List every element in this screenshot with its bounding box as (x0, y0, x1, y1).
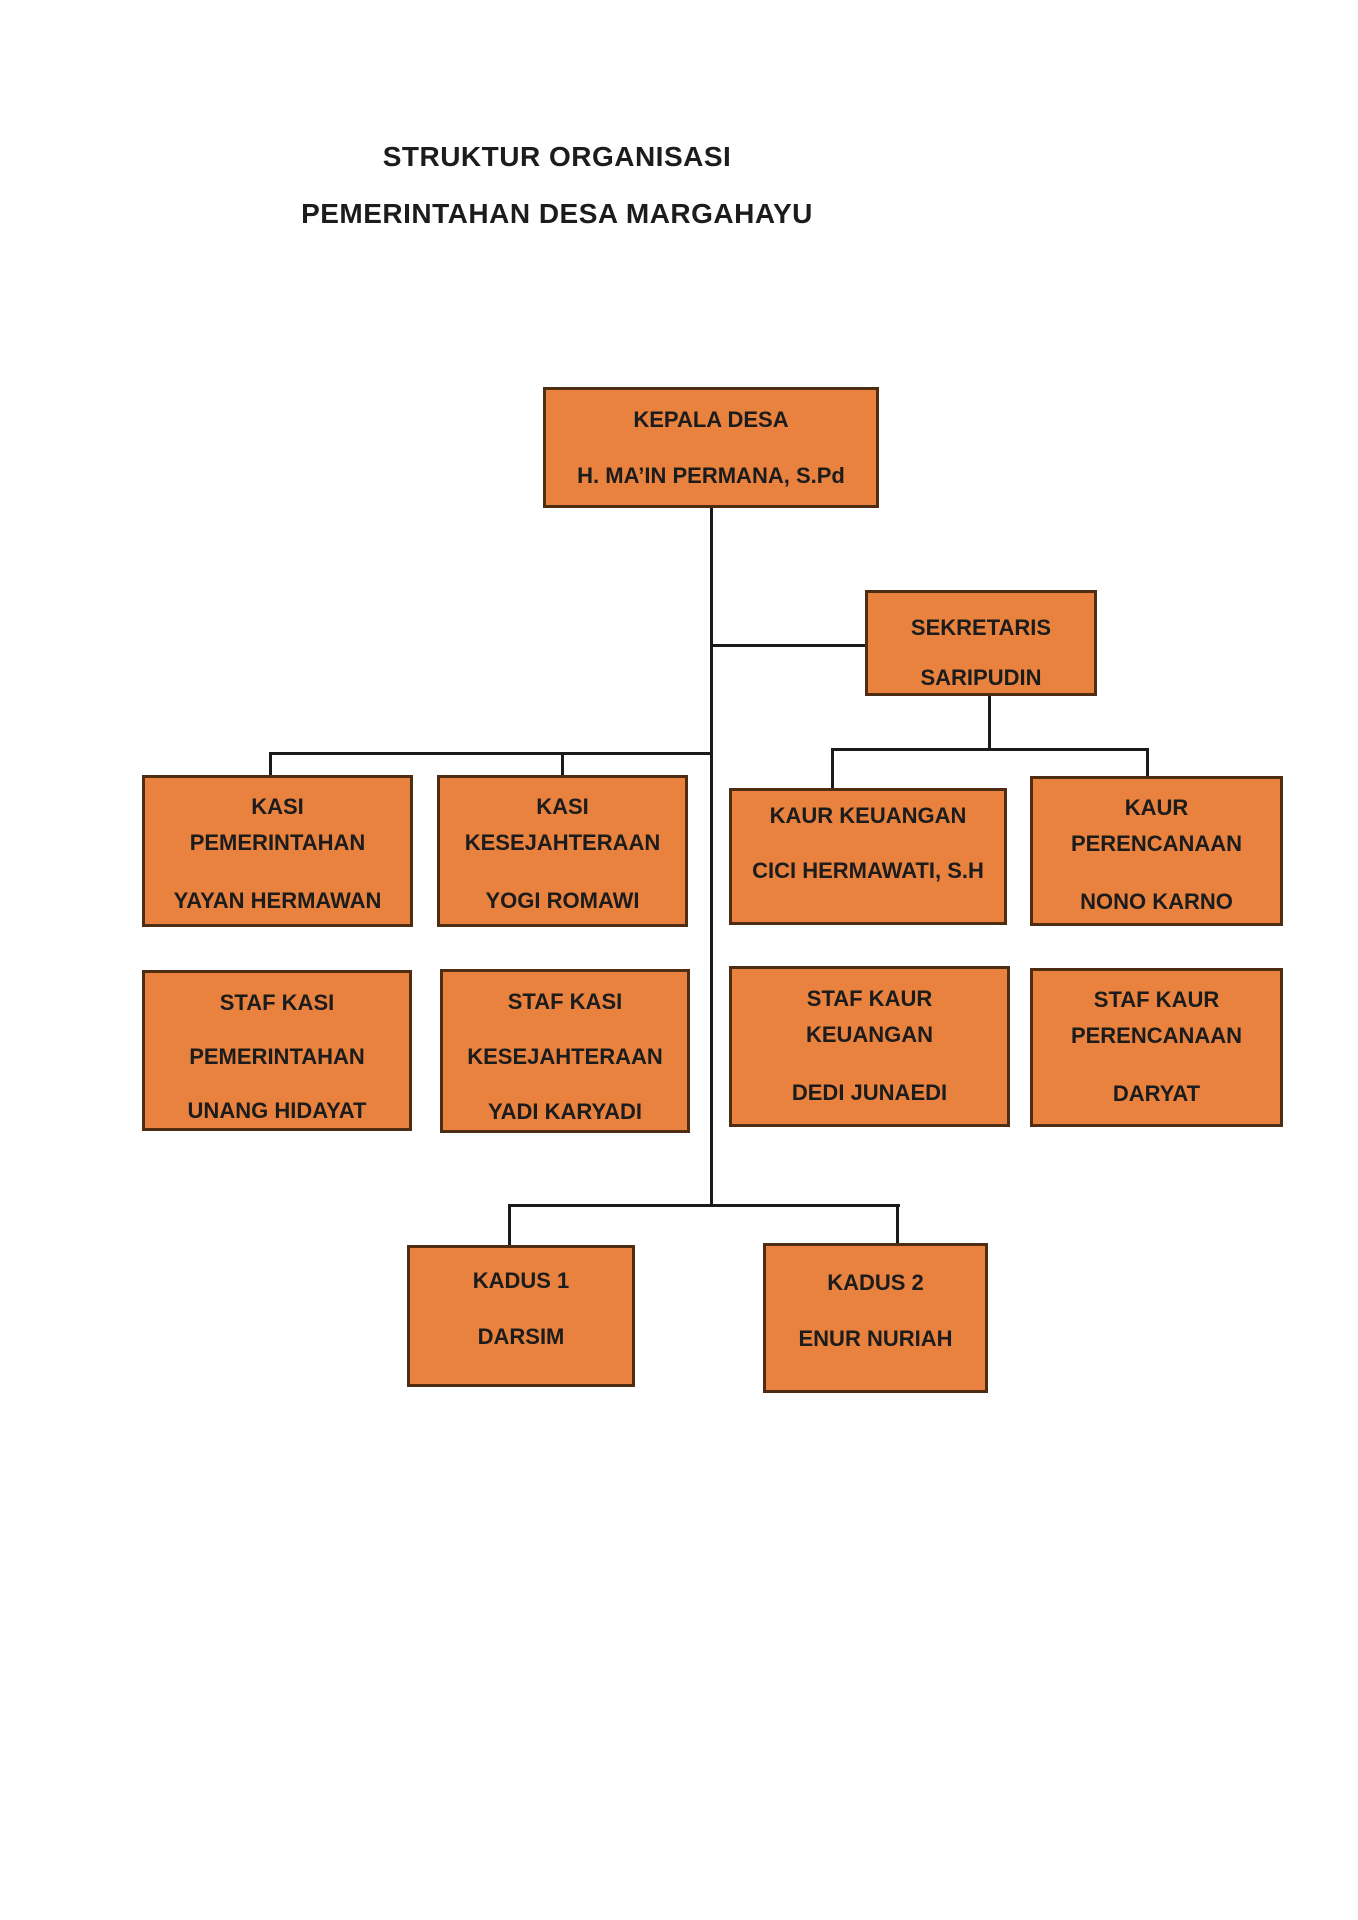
connector-main-vertical (710, 508, 713, 1207)
node-role-line: KESEJAHTERAAN (467, 1044, 663, 1069)
connector-to-sekretaris (710, 644, 868, 647)
node-person-line: H. MA’IN PERMANA, S.Pd (577, 463, 845, 488)
connector-kadus1-drop (508, 1204, 511, 1247)
node-role-line: PEMERINTAHAN (189, 1044, 365, 1069)
document-title: STRUKTUR ORGANISASI PEMERINTAHAN DESA MA… (0, 140, 1114, 231)
node-person-line: ENUR NURIAH (798, 1326, 953, 1351)
node-role-line: KAUR KEUANGAN (769, 803, 967, 828)
node-role-line: KESEJAHTERAAN (464, 830, 661, 855)
connector-kaur-perencanaan-drop (1146, 748, 1149, 778)
connector-kasi-pemerintahan-drop (269, 752, 272, 777)
org-node-kepala-desa: KEPALA DESA H. MA’IN PERMANA, S.Pd (543, 387, 879, 508)
connector-kaur-branch (831, 748, 1149, 751)
org-node-sekretaris: SEKRETARIS SARIPUDIN (865, 590, 1097, 696)
node-role-line: STAF KAUR (806, 986, 933, 1011)
node-role-line: STAF KAUR (1093, 987, 1220, 1012)
node-person-line: DARSIM (477, 1324, 565, 1349)
org-node-staf-kasi-pemerintahan: STAF KASI PEMERINTAHAN UNANG HIDAYAT (142, 970, 412, 1131)
org-node-kasi-pemerintahan: KASI PEMERINTAHAN YAYAN HERMAWAN (142, 775, 413, 927)
node-role-line: STAF KASI (507, 989, 623, 1014)
node-role-line: KADUS 1 (472, 1268, 570, 1293)
title-line-2: PEMERINTAHAN DESA MARGAHAYU (301, 198, 813, 229)
connector-kasi-kesejahteraan-drop (561, 752, 564, 777)
org-node-kaur-perencanaan: KAUR PERENCANAAN NONO KARNO (1030, 776, 1283, 926)
node-person-line: CICI HERMAWATI, S.H (752, 858, 984, 883)
org-node-staf-kaur-keuangan: STAF KAUR KEUANGAN DEDI JUNAEDI (729, 966, 1010, 1127)
connector-kaur-keuangan-drop (831, 748, 834, 790)
connector-kadus2-drop (896, 1204, 899, 1245)
node-role-line: KEUANGAN (805, 1022, 934, 1047)
connector-sekretaris-drop (988, 696, 991, 751)
node-person-line: YAYAN HERMAWAN (173, 888, 382, 913)
node-person-line: NONO KARNO (1080, 889, 1233, 914)
org-node-kadus-1: KADUS 1 DARSIM (407, 1245, 635, 1387)
connector-kasi-branch (269, 752, 713, 755)
node-person-line: DARYAT (1112, 1081, 1201, 1106)
node-role-line: PERENCANAAN (1070, 1023, 1243, 1048)
node-person-line: YOGI ROMAWI (485, 888, 640, 913)
org-node-staf-kaur-perencanaan: STAF KAUR PERENCANAAN DARYAT (1030, 968, 1283, 1127)
node-person-line: SARIPUDIN (920, 665, 1042, 690)
node-person-line: YADI KARYADI (487, 1099, 643, 1124)
node-role-line: PERENCANAAN (1070, 831, 1243, 856)
node-role-line: STAF KASI (219, 990, 335, 1015)
org-node-kaur-keuangan: KAUR KEUANGAN CICI HERMAWATI, S.H (729, 788, 1007, 925)
node-person-line: DEDI JUNAEDI (791, 1080, 948, 1105)
node-role-line: KEPALA DESA (633, 407, 789, 432)
connector-kadus-branch (508, 1204, 900, 1207)
node-role-line: KADUS 2 (827, 1270, 924, 1295)
node-role-line: PEMERINTAHAN (189, 830, 366, 855)
node-role-line: KASI (251, 794, 304, 819)
node-person-line: UNANG HIDAYAT (187, 1098, 367, 1123)
org-node-kasi-kesejahteraan: KASI KESEJAHTERAAN YOGI ROMAWI (437, 775, 688, 927)
title-line-1: STRUKTUR ORGANISASI (382, 141, 732, 172)
org-node-staf-kasi-kesejahteraan: STAF KASI KESEJAHTERAAN YADI KARYADI (440, 969, 690, 1133)
node-role-line: KASI (536, 794, 589, 819)
node-role-line: SEKRETARIS (910, 615, 1052, 640)
node-role-line: KAUR (1124, 795, 1189, 820)
org-node-kadus-2: KADUS 2 ENUR NURIAH (763, 1243, 988, 1393)
